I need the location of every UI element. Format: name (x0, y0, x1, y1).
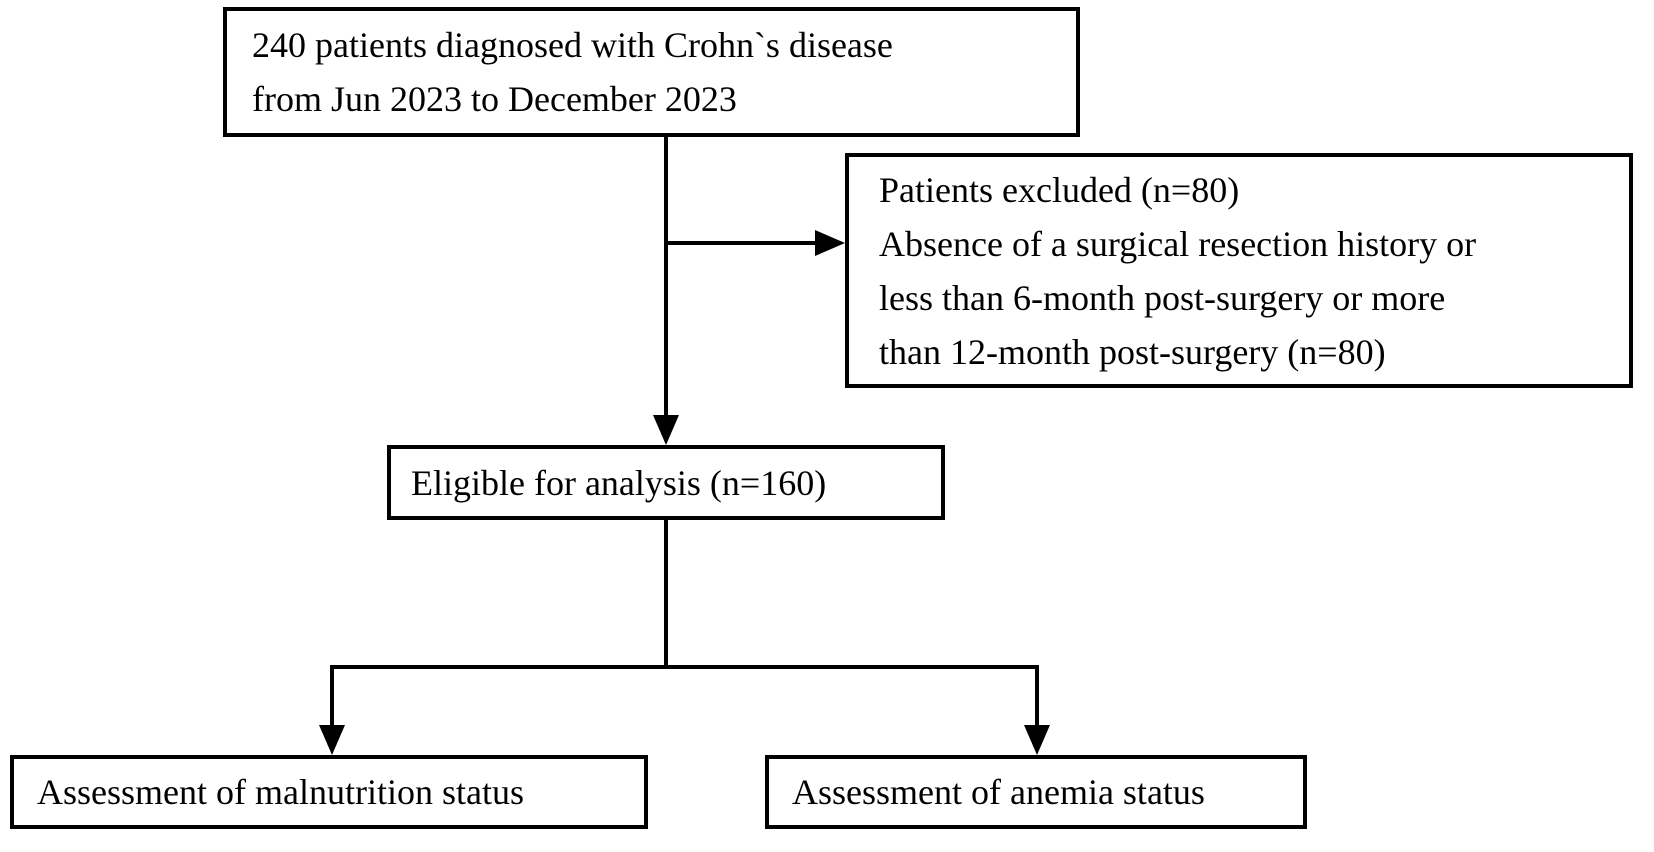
arrowhead-down-malnutrition (319, 725, 345, 755)
arrowhead-right-excluded (815, 230, 845, 256)
eligible-box: Eligible for analysis (n=160) (387, 445, 945, 520)
malnutrition-box: Assessment of malnutrition status (10, 755, 648, 829)
eligible-label: Eligible for analysis (n=160) (411, 462, 827, 503)
excluded-box: Patients excluded (n=80) Absence of a su… (845, 153, 1633, 388)
anemia-box: Assessment of anemia status (765, 755, 1307, 829)
excluded-line-2: Absence of a surgical resection history … (879, 223, 1477, 264)
anemia-label: Assessment of anemia status (792, 772, 1205, 812)
arrowhead-down-eligible (653, 415, 679, 445)
arrowhead-down-anemia (1024, 725, 1050, 755)
malnutrition-label: Assessment of malnutrition status (37, 772, 524, 812)
enrollment-line-2: from Jun 2023 to December 2023 (252, 79, 737, 119)
enrollment-line-1: 240 patients diagnosed with Crohn`s dise… (252, 25, 893, 65)
enrollment-box: 240 patients diagnosed with Crohn`s dise… (223, 7, 1080, 137)
excluded-line-4: than 12-month post-surgery (n=80) (879, 331, 1386, 372)
excluded-line-3: less than 6-month post-surgery or more (879, 277, 1446, 318)
excluded-line-1: Patients excluded (n=80) (879, 169, 1240, 210)
